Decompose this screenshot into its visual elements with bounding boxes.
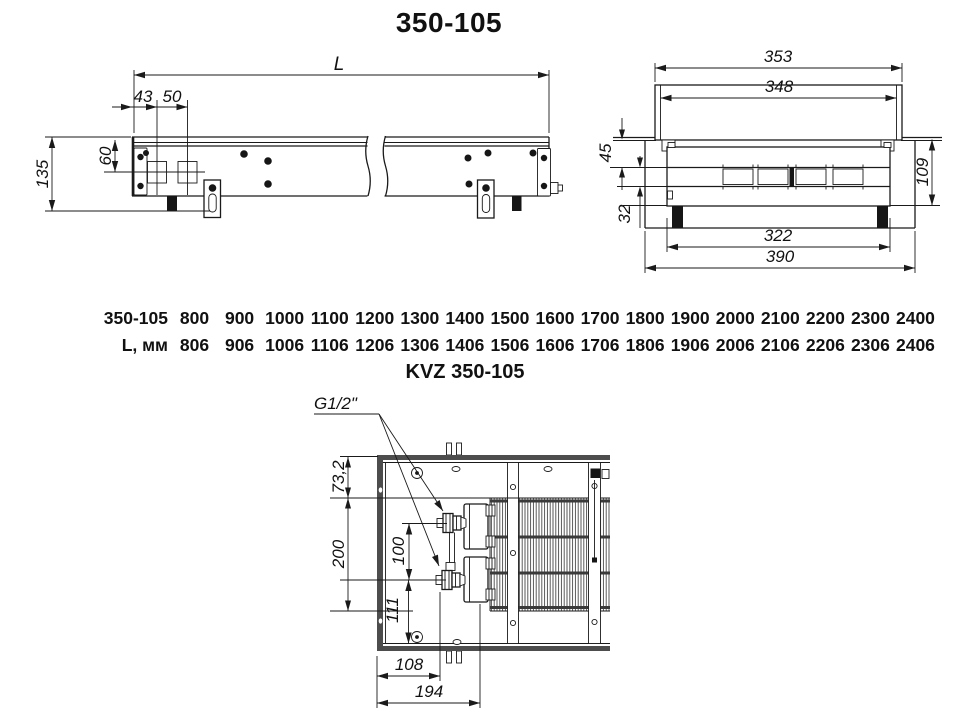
dim-label-109: 109 [913,157,932,186]
dim-label-32: 32 [615,204,634,223]
wall-bracket-right [537,148,551,197]
table-cell: 1306 [400,335,440,355]
grille-frame [654,84,903,141]
table-cell: 906 [224,335,255,355]
table-cell: 1100 [310,308,349,328]
table-cell: 1900 [670,308,710,328]
table-cell: 1906 [670,335,710,355]
dim-label-108: 108 [395,655,424,674]
table-cell: 2206 [805,335,845,355]
floor-recess [644,141,916,229]
table-cell: 1006 [265,335,305,355]
plan-view-dimensions: 73,2 200 100 111 108 194 [329,456,583,708]
table-cell: 1800 [625,308,665,328]
table-cell: 1606 [535,335,575,355]
page-title: 350-105 [395,7,503,38]
end-view-dimensions: 353 348 45 32 109 [596,47,940,273]
header-manifold [463,503,496,550]
table-cell: 1706 [580,335,620,355]
floor-bracket [476,179,495,219]
screw [411,631,423,643]
casing-end-wall [377,455,383,651]
table-cell: 1406 [445,335,485,355]
dim-label-73-2: 73,2 [329,460,348,494]
transverse-bracket [588,462,601,644]
dim-label-200: 200 [329,539,348,569]
table-cell: 806 [179,335,210,355]
table-cell: 2406 [895,335,935,355]
table-cell: 1206 [355,335,395,355]
table-cell: 1600 [535,308,575,328]
side-view-dimensions: L 43 50 60 135 [33,54,550,212]
table-cell: 1106 [310,335,349,355]
wall-bracket-left [133,147,148,196]
table-cell: 1200 [355,308,395,328]
table-cell: 2106 [760,335,800,355]
dim-label-348: 348 [765,77,794,96]
end-view: 353 348 45 32 109 [596,47,942,273]
dim-label-111: 111 [383,597,402,623]
plan-view: G1/2" 73,2 200 100 [314,394,610,708]
dim-label-45: 45 [596,143,615,162]
table-cell: 1000 [265,308,305,328]
dim-label-43: 43 [134,87,153,106]
connection-valve [435,562,466,591]
drawing-caption: KVZ 350-105 [405,361,525,383]
table-cell: 1806 [625,335,665,355]
break-line [382,135,389,197]
table-cell: 2006 [715,335,755,355]
dim-label-194: 194 [415,682,443,701]
dim-label-100: 100 [389,536,408,565]
table-cell: 2300 [850,308,890,328]
table-cell: 2100 [760,308,800,328]
table-cell: 1500 [490,308,530,328]
break-line [365,135,371,197]
dim-label-g12: G1/2" [314,394,358,413]
casing-rail-bottom [377,646,610,651]
table-cell: 1300 [400,308,440,328]
dim-label-50: 50 [163,87,182,106]
pipe-fitting [550,182,559,194]
dim-label-60: 60 [96,146,115,165]
table-cell: 2000 [715,308,755,328]
table-cell: 2200 [805,308,845,328]
support-foot [167,196,177,211]
dim-label-322: 322 [764,226,793,245]
table-row-label: L, мм [121,335,168,355]
table-cell: 2400 [895,308,935,328]
table-cell: 1400 [445,308,485,328]
dim-label-135: 135 [33,159,52,188]
header-manifold [463,556,496,603]
support-foot [672,206,683,228]
dim-label-390: 390 [766,247,795,266]
table-cell: 900 [224,308,255,328]
dim-label-353: 353 [764,47,793,66]
connection-callout: G1/2" [314,394,444,567]
dim-label-L: L [334,54,345,75]
table-row-label: 350-105 [103,308,168,328]
casing-rail-top [377,455,610,460]
table-cell: 1506 [490,335,530,355]
transverse-bracket [507,462,519,644]
table-cell: 2306 [850,335,890,355]
side-view: L 43 50 60 135 [33,54,563,219]
air-vent [590,468,600,478]
table-cell: 800 [179,308,210,328]
floor-bracket [203,179,222,219]
connection-valve [436,512,467,534]
support-foot [877,206,888,228]
support-foot [512,196,522,211]
table-cell: 1700 [580,308,620,328]
